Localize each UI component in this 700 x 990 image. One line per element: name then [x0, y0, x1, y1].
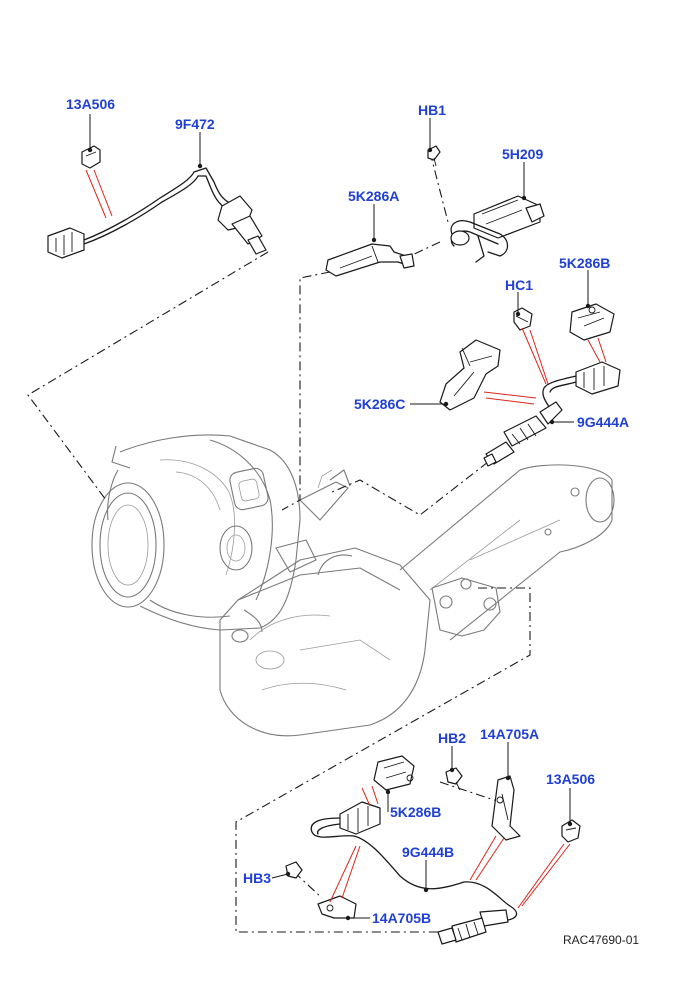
drawing-reference: RAC47690-01	[563, 933, 640, 947]
label-13a506-bot: 13A506	[546, 771, 596, 787]
label-leaders	[87, 114, 591, 921]
label-5k286a: 5K286A	[348, 188, 400, 204]
sensor-9f472-assembly	[47, 145, 267, 259]
label-9f472: 9F472	[175, 116, 215, 132]
label-hb3: HB3	[243, 870, 272, 886]
leader-routes	[27, 151, 531, 933]
sensor-9g444a-assembly	[439, 303, 621, 467]
label-14a705a: 14A705A	[480, 726, 540, 742]
label-5h209: 5H209	[502, 146, 544, 162]
label-9g444b: 9G444B	[402, 844, 455, 860]
label-14a705b: 14A705B	[372, 910, 432, 926]
label-5k286b-top: 5K286B	[559, 255, 611, 271]
label-hc1: HC1	[505, 277, 534, 293]
label-5k286b-bot: 5K286B	[390, 804, 442, 820]
shield-5k286a	[325, 243, 415, 277]
exhaust-housing	[91, 434, 615, 737]
label-13a506-top: 13A506	[66, 96, 116, 112]
bracket-5h209-assembly	[427, 145, 545, 263]
label-5k286c: 5K286C	[354, 396, 406, 412]
label-hb1: HB1	[418, 102, 447, 118]
label-9g444a: 9G444A	[577, 414, 630, 430]
sensor-9g444b-assembly	[285, 755, 581, 945]
label-hb2: HB2	[438, 730, 467, 746]
